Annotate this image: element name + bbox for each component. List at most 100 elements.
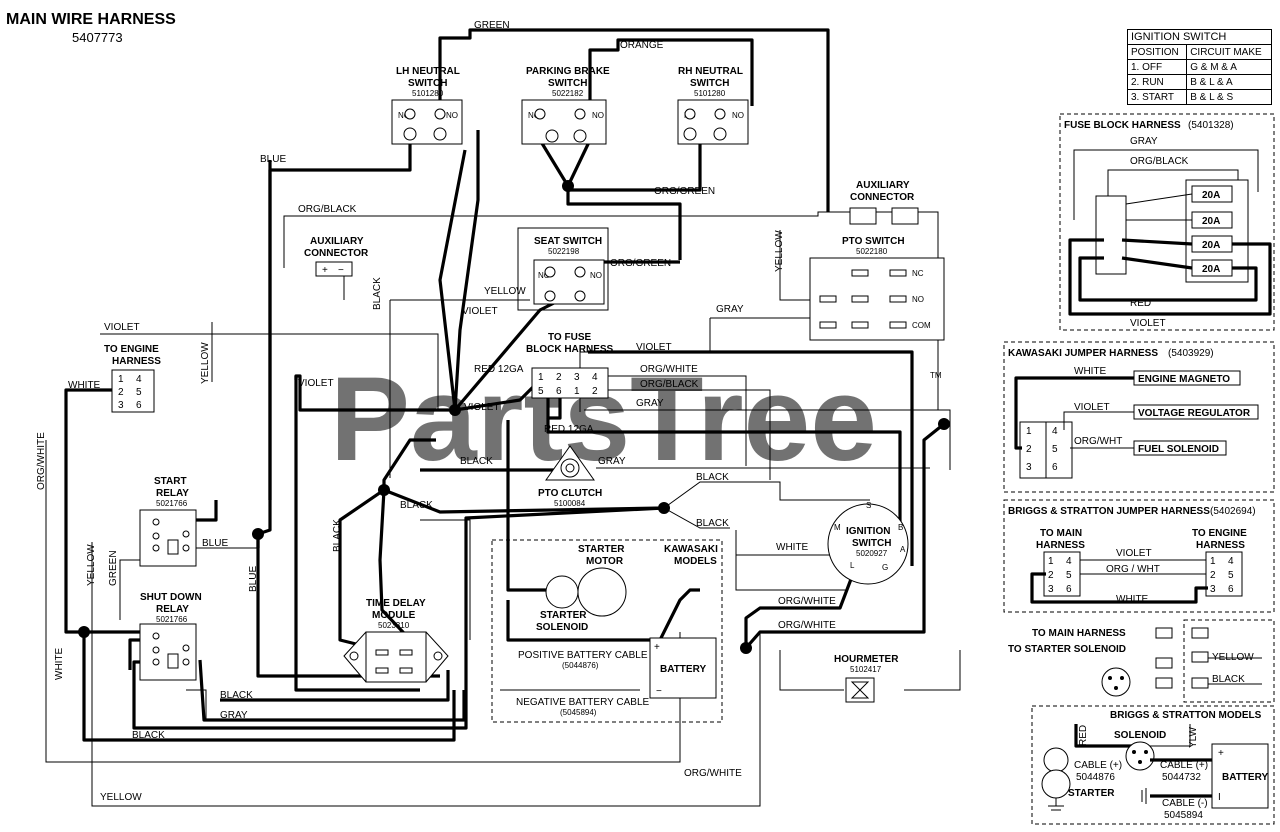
- svg-text:RELAY: RELAY: [156, 488, 189, 499]
- to-fuse-block-harness: TO FUSE BLOCK HARNESS 1 2 3 4 5 6 1 2: [526, 332, 614, 399]
- svg-text:5101280: 5101280: [694, 89, 726, 98]
- svg-text:RED: RED: [1078, 725, 1089, 746]
- wire-labels: GREEN ORANGE BLUE ORG/BLACK ORG/GREEN OR…: [36, 20, 836, 803]
- svg-text:5: 5: [136, 387, 142, 398]
- svg-text:5023310: 5023310: [378, 621, 410, 630]
- diagram-part-number: 5407773: [72, 30, 123, 45]
- svg-text:HARNESS: HARNESS: [112, 356, 161, 367]
- svg-text:ORG/WHITE: ORG/WHITE: [684, 768, 742, 779]
- svg-text:(5044876): (5044876): [562, 661, 599, 670]
- svg-text:KAWASAKI JUMPER HARNESS: KAWASAKI JUMPER HARNESS: [1008, 348, 1158, 359]
- svg-text:TO ENGINE: TO ENGINE: [1192, 528, 1247, 539]
- svg-text:ORG/WHITE: ORG/WHITE: [778, 620, 836, 631]
- svg-text:YELLOW: YELLOW: [774, 230, 785, 272]
- ignition-table-cell: 2. RUN: [1126, 74, 1188, 90]
- ignition-table-header: POSITION: [1126, 44, 1188, 60]
- svg-text:G: G: [882, 563, 888, 572]
- briggs-jumper-panel: BRIGGS & STRATTON JUMPER HARNESS (540269…: [1003, 499, 1275, 613]
- svg-text:1: 1: [1026, 426, 1032, 437]
- svg-text:TO STARTER SOLENOID: TO STARTER SOLENOID: [1008, 644, 1126, 655]
- svg-text:BLACK: BLACK: [696, 472, 729, 483]
- svg-text:1: 1: [1210, 556, 1216, 567]
- svg-text:YLW: YLW: [1188, 727, 1199, 748]
- svg-text:BLUE: BLUE: [248, 566, 259, 592]
- svg-text:6: 6: [1066, 584, 1072, 595]
- svg-text:(5045894): (5045894): [560, 708, 597, 717]
- svg-text:AUXILIARY: AUXILIARY: [856, 180, 910, 191]
- svg-text:ORANGE: ORANGE: [620, 40, 664, 51]
- svg-text:BLUE: BLUE: [202, 538, 228, 549]
- svg-text:5100084: 5100084: [554, 499, 586, 508]
- svg-text:5044876: 5044876: [1076, 772, 1115, 783]
- svg-text:MODULE: MODULE: [372, 610, 416, 621]
- svg-text:WHITE: WHITE: [1116, 594, 1149, 605]
- svg-text:BLACK: BLACK: [400, 500, 433, 511]
- svg-text:20A: 20A: [1202, 264, 1220, 275]
- svg-text:VIOLET: VIOLET: [1116, 548, 1152, 559]
- svg-text:GRAY: GRAY: [598, 456, 626, 467]
- svg-text:2: 2: [1026, 444, 1032, 455]
- svg-text:GRAY: GRAY: [1130, 136, 1158, 147]
- ignition-table-cell: B & L & A: [1186, 74, 1272, 90]
- svg-text:NO: NO: [446, 111, 458, 120]
- svg-text:3: 3: [1048, 584, 1054, 595]
- svg-text:WHITE: WHITE: [54, 647, 65, 680]
- hourmeter: HOURMETER 5102417: [834, 654, 899, 703]
- ignition-switch-table: IGNITION SWITCH POSITION CIRCUIT MAKE 1.…: [1126, 29, 1272, 105]
- svg-text:GRAY: GRAY: [716, 304, 744, 315]
- svg-text:START: START: [154, 476, 187, 487]
- svg-text:CABLE (-): CABLE (-): [1162, 798, 1208, 809]
- svg-text:CABLE (+): CABLE (+): [1074, 760, 1122, 771]
- svg-text:1: 1: [1048, 556, 1054, 567]
- svg-text:3: 3: [1026, 462, 1032, 473]
- ignition-table-cell: 3. START: [1126, 89, 1188, 105]
- auxiliary-connector-left: AUXILIARY CONNECTOR + −: [304, 236, 369, 277]
- svg-text:WHITE: WHITE: [1074, 366, 1107, 377]
- svg-text:6: 6: [1052, 462, 1058, 473]
- svg-text:STARTER: STARTER: [540, 610, 587, 621]
- svg-text:2: 2: [1210, 570, 1216, 581]
- svg-text:NC: NC: [528, 111, 540, 120]
- svg-text:BLACK: BLACK: [460, 456, 493, 467]
- svg-text:5: 5: [538, 386, 544, 397]
- svg-text:NEGATIVE BATTERY CABLE: NEGATIVE BATTERY CABLE: [516, 697, 650, 708]
- svg-text:2: 2: [118, 387, 124, 398]
- ignition-table-title: IGNITION SWITCH: [1127, 29, 1272, 45]
- svg-text:5: 5: [1228, 570, 1234, 581]
- svg-text:HARNESS: HARNESS: [1196, 540, 1245, 551]
- svg-text:20A: 20A: [1202, 240, 1220, 251]
- svg-text:RED 12GA: RED 12GA: [544, 424, 594, 435]
- svg-text:BRIGGS & STRATTON JUMPER HARNE: BRIGGS & STRATTON JUMPER HARNESS: [1008, 506, 1210, 517]
- svg-text:ORG / WHT: ORG / WHT: [1106, 564, 1160, 575]
- svg-text:TO MAIN HARNESS: TO MAIN HARNESS: [1032, 628, 1126, 639]
- watermark-tm: TM: [930, 371, 942, 380]
- svg-text:5021766: 5021766: [156, 499, 188, 508]
- svg-text:I: I: [1218, 792, 1221, 803]
- svg-text:RED: RED: [1130, 298, 1151, 309]
- svg-text:NO: NO: [590, 271, 602, 280]
- svg-text:4: 4: [592, 372, 598, 383]
- svg-text:SOLENOID: SOLENOID: [536, 622, 588, 633]
- svg-text:5022198: 5022198: [548, 247, 580, 256]
- svg-text:(5403929): (5403929): [1168, 348, 1214, 359]
- svg-text:1: 1: [538, 372, 544, 383]
- svg-text:BRIGGS & STRATTON MODELS: BRIGGS & STRATTON MODELS: [1110, 710, 1262, 721]
- svg-text:20A: 20A: [1202, 216, 1220, 227]
- svg-text:BATTERY: BATTERY: [660, 664, 706, 675]
- diagram-title: MAIN WIRE HARNESS: [6, 11, 176, 28]
- thin-wires: [45, 211, 961, 807]
- svg-text:TO ENGINE: TO ENGINE: [104, 344, 159, 355]
- svg-text:ENGINE MAGNETO: ENGINE MAGNETO: [1138, 374, 1230, 385]
- svg-text:BLACK: BLACK: [696, 518, 729, 529]
- svg-text:5022182: 5022182: [552, 89, 584, 98]
- svg-text:A: A: [900, 545, 906, 554]
- svg-text:PTO CLUTCH: PTO CLUTCH: [538, 488, 602, 499]
- svg-text:NO: NO: [732, 111, 744, 120]
- svg-text:WHITE: WHITE: [68, 380, 101, 391]
- svg-text:TO FUSE: TO FUSE: [548, 332, 591, 343]
- svg-text:5045894: 5045894: [1164, 810, 1203, 821]
- svg-text:(5402694): (5402694): [1210, 506, 1256, 517]
- svg-text:TO MAIN: TO MAIN: [1040, 528, 1082, 539]
- table-row: 2. RUN B & L & A: [1126, 74, 1272, 90]
